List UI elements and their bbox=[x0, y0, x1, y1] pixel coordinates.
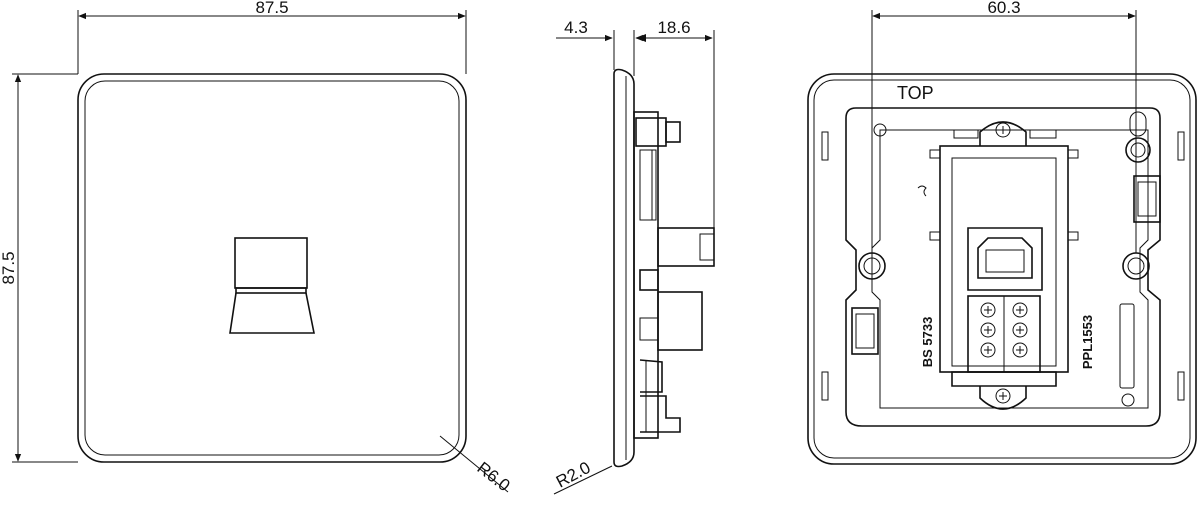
front-width-label: 87.5 bbox=[255, 0, 288, 17]
rear-clip-left bbox=[851, 307, 879, 355]
rear-plate-outline bbox=[807, 73, 1197, 465]
side-faceplate bbox=[613, 68, 635, 468]
rear-part-label: PPL1553 bbox=[1080, 315, 1095, 369]
rear-mounting-frame bbox=[845, 107, 1161, 427]
side-depth-label: 18.6 bbox=[657, 18, 690, 37]
rear-top-lug bbox=[979, 121, 1027, 146]
front-plate-outline bbox=[77, 73, 467, 463]
front-height-label: 87.5 bbox=[0, 251, 18, 284]
rear-side-slots bbox=[821, 131, 1185, 401]
front-radius-label: R6.0 bbox=[474, 458, 514, 495]
front-width-dimension: 87.5 bbox=[77, 0, 467, 74]
rear-view: TOP BS 5733 PPL1553 60.3 bbox=[807, 0, 1197, 465]
rear-jack-housing bbox=[967, 227, 1043, 291]
rear-bottom-lug bbox=[979, 386, 1027, 410]
rear-top-label: TOP bbox=[897, 83, 934, 103]
rear-fixing-screw-right bbox=[1122, 252, 1150, 280]
rear-clip-right bbox=[1133, 175, 1161, 223]
rear-centres-label: 60.3 bbox=[987, 0, 1020, 17]
side-thickness-dimension: 4.3 bbox=[556, 18, 646, 76]
front-height-dimension: 87.5 bbox=[0, 73, 78, 463]
front-view: 87.5 87.5 R6.0 bbox=[0, 0, 514, 495]
rear-top-screw bbox=[1125, 111, 1151, 163]
side-radius-dimension: R2.0 bbox=[553, 458, 613, 495]
side-thickness-label: 4.3 bbox=[564, 18, 588, 37]
rear-socket-module bbox=[917, 121, 1079, 410]
rear-small-hole-top bbox=[873, 123, 887, 137]
rear-small-hole-bottom bbox=[1121, 393, 1135, 407]
socket-opening bbox=[229, 292, 315, 334]
side-radius-label: R2.0 bbox=[553, 458, 594, 492]
front-radius-dimension: R6.0 bbox=[439, 435, 514, 495]
socket-shutter-edge bbox=[235, 287, 307, 294]
side-depth-dimension: 18.6 bbox=[635, 18, 715, 228]
socket-shutter-top bbox=[234, 237, 308, 289]
rj45-socket-aperture bbox=[229, 237, 315, 334]
front-plate-bevel bbox=[84, 80, 460, 456]
side-module-body bbox=[633, 111, 715, 439]
rear-centres-dimension: 60.3 bbox=[871, 0, 1137, 253]
rear-standard-label: BS 5733 bbox=[920, 317, 935, 368]
side-view: 4.3 18.6 R2.0 bbox=[553, 18, 715, 495]
